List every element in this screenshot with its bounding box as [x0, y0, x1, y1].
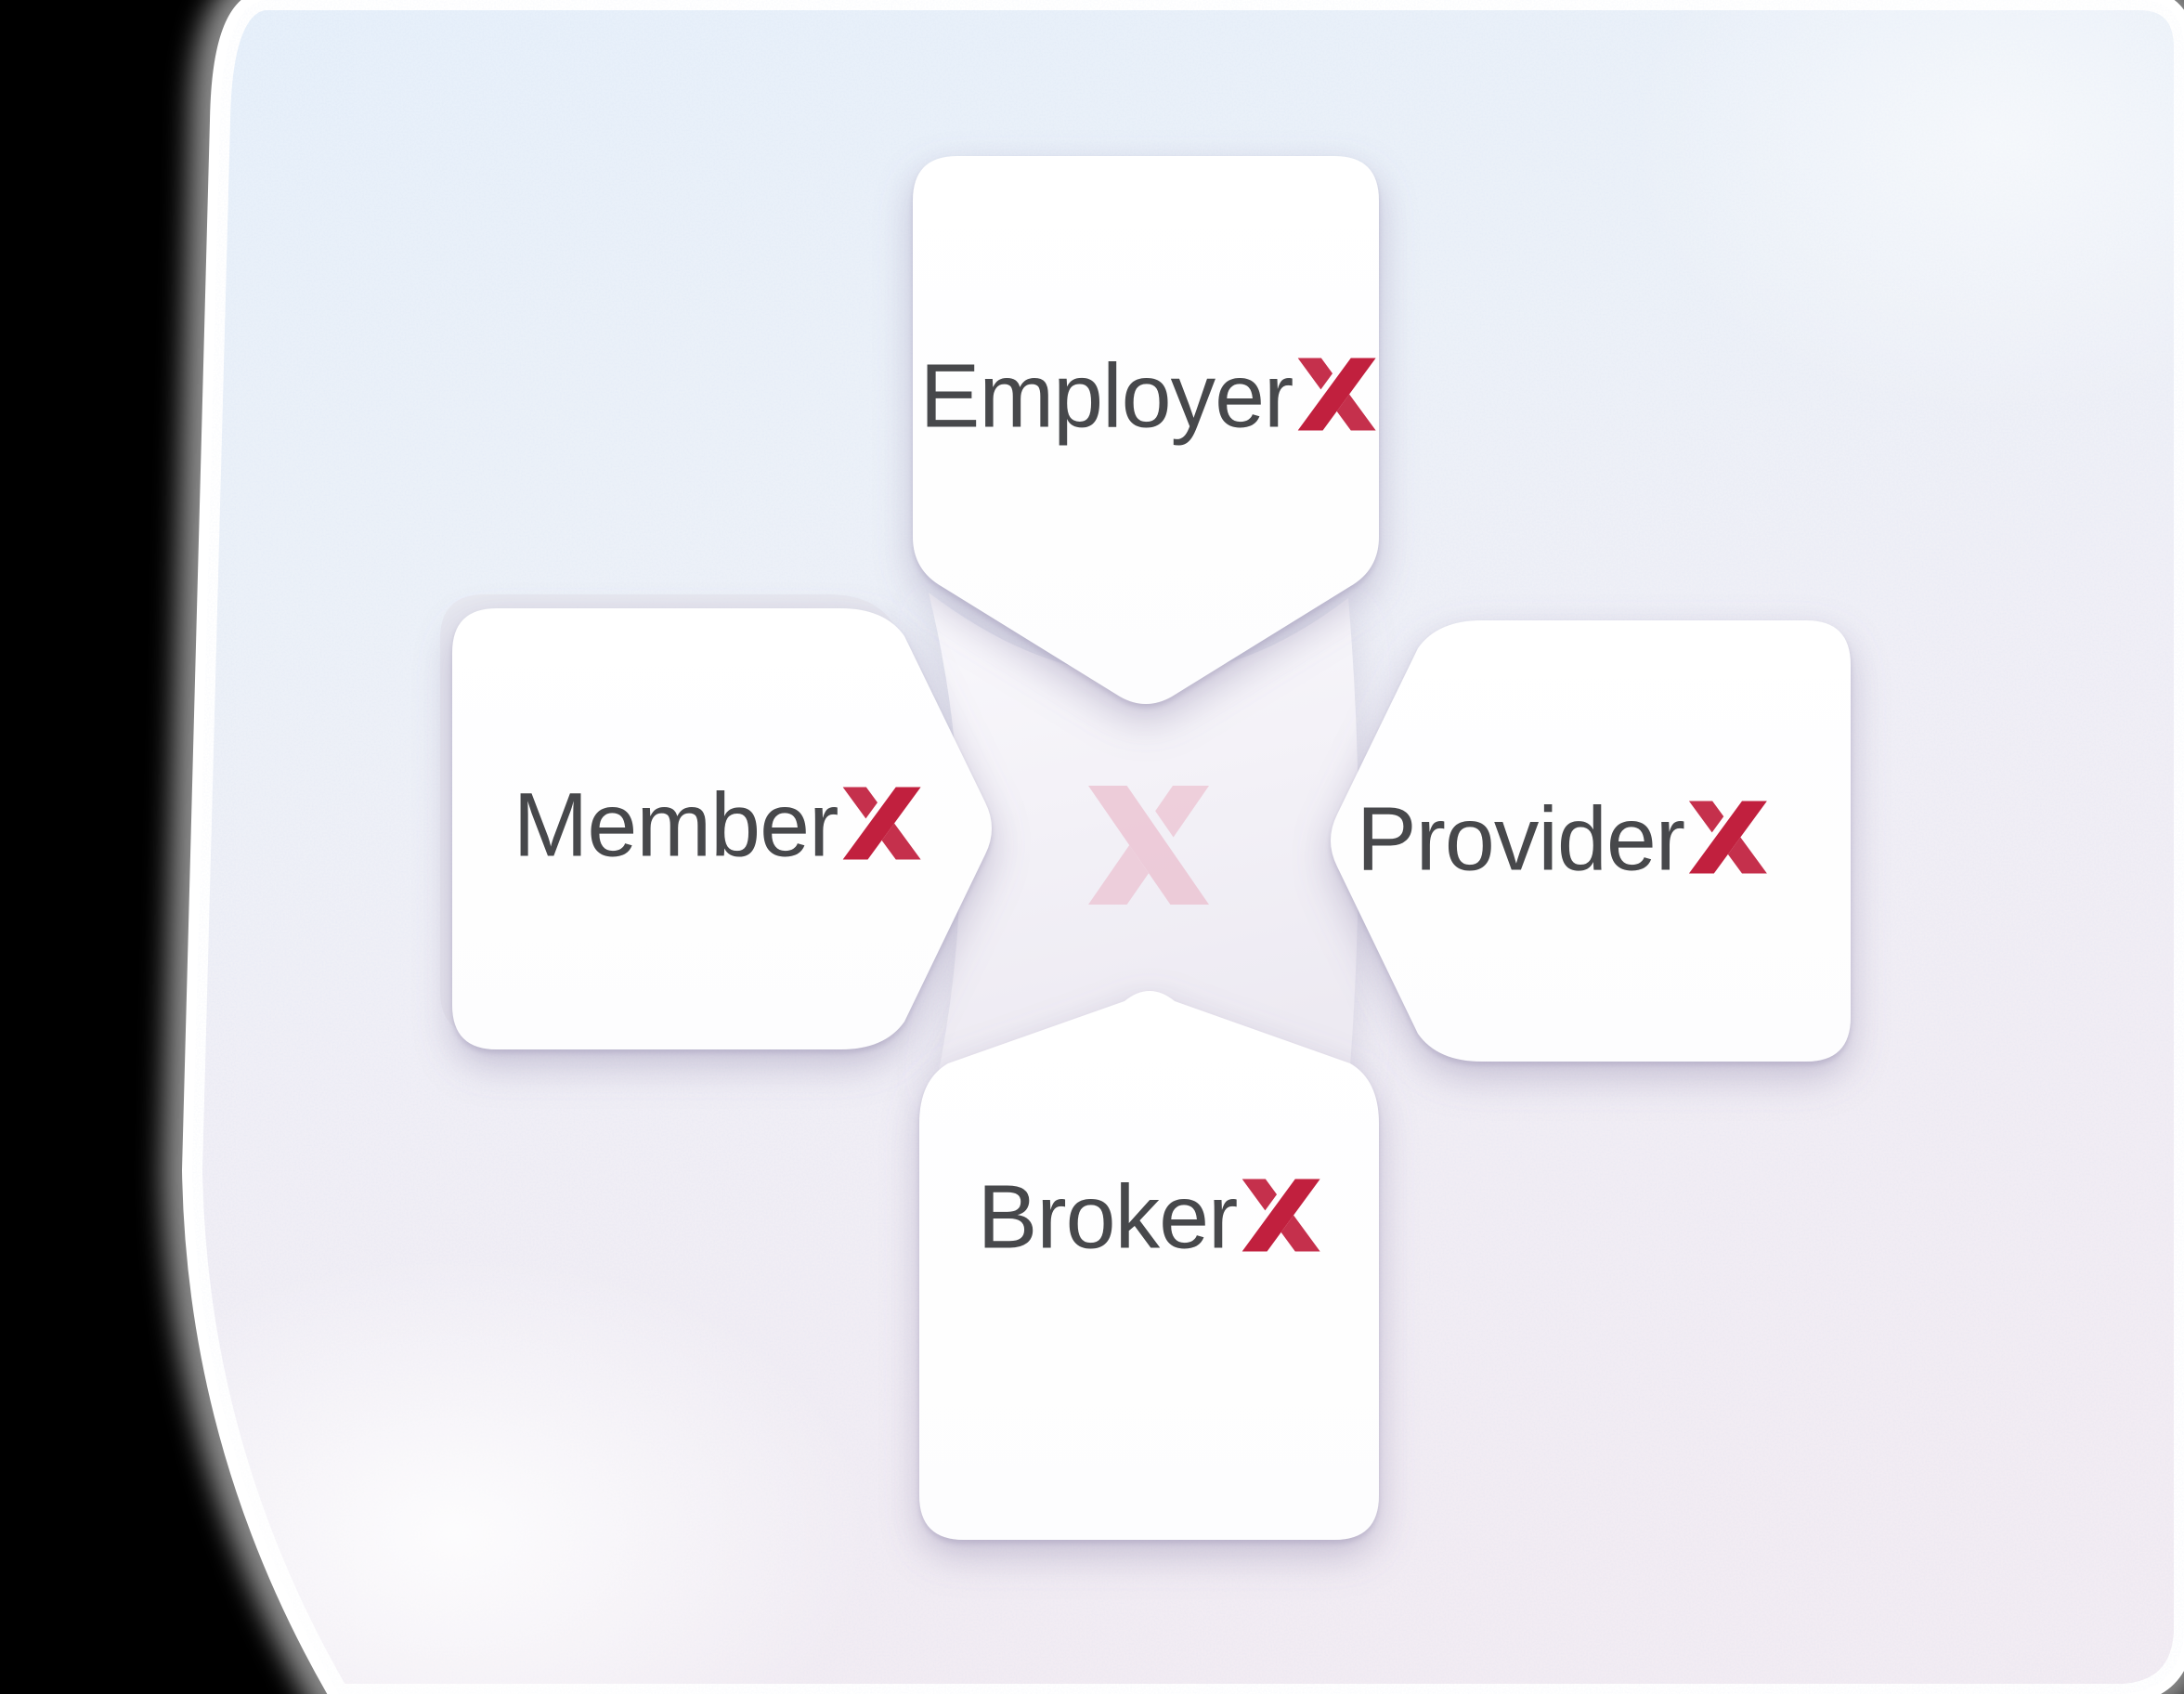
card-shape-providerx: [1331, 620, 1851, 1062]
card-label-brokerx: Broker: [978, 1172, 1320, 1262]
x-mark-icon: [842, 787, 921, 860]
x-mark-icon: [1297, 358, 1376, 431]
card-shape-brokerx: [919, 991, 1379, 1540]
card-label-providerx: Provider: [1356, 788, 1768, 890]
x-mark-icon: [1242, 1179, 1320, 1252]
card-shape-memberx: [452, 608, 992, 1049]
memberx-label-text: Member: [513, 774, 839, 876]
bottom-left-fade: [192, 1254, 873, 1694]
x-mark-icon: [1689, 801, 1768, 874]
card-shape-employerx: [913, 156, 1379, 704]
top-right-fade: [1625, 0, 2184, 418]
employerx-label-text: Employer: [919, 345, 1294, 447]
brokerx-label-text: Broker: [977, 1166, 1239, 1268]
providerx-label-text: Provider: [1356, 788, 1685, 890]
card-label-employerx: Employer: [920, 351, 1376, 441]
card-label-memberx: Member: [514, 780, 921, 870]
